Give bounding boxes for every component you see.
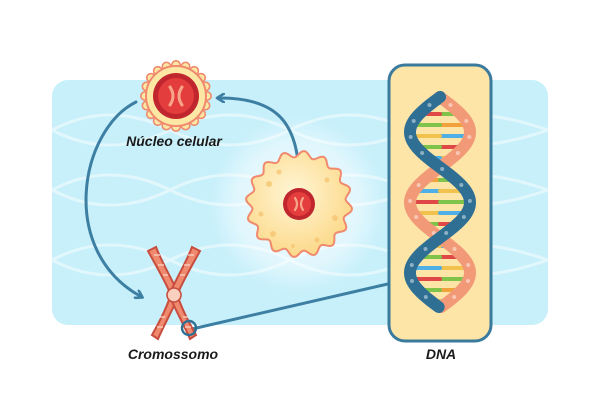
arrow-nucleus-to-chromosome (84, 100, 140, 296)
dna-helix-icon (403, 91, 477, 313)
dna-label: DNA (425, 346, 457, 362)
nucleus-label: Núcleo celular (126, 133, 222, 149)
connector-chromosome-to-dna (190, 281, 394, 331)
chromosome-icon (146, 245, 202, 341)
chromosome-label: Cromossomo (127, 346, 219, 362)
cell-icon (245, 150, 353, 258)
nucleus-icon (139, 59, 212, 132)
